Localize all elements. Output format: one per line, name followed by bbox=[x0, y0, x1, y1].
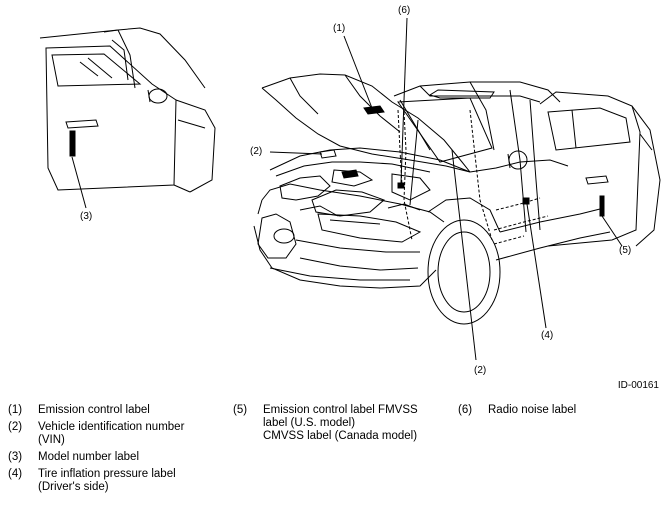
callout-4: (4) bbox=[541, 330, 554, 341]
figure-id: ID-00161 bbox=[617, 380, 659, 391]
callout-5: (5) bbox=[619, 245, 632, 256]
callout-1: (1) bbox=[333, 23, 346, 34]
callout-3: (3) bbox=[80, 211, 93, 222]
legend-text-line: Model number label bbox=[38, 451, 140, 463]
legend-number: (3) bbox=[8, 451, 23, 463]
legend-number: (5) bbox=[233, 404, 248, 416]
legend-text-line: (Driver's side) bbox=[38, 481, 109, 493]
car-main-drawing bbox=[254, 18, 660, 360]
legend-text: Vehicle identification number(VIN) bbox=[38, 421, 188, 447]
legend-text-line: label (U.S. model) bbox=[263, 417, 356, 429]
legend-item: (3) Model number label bbox=[8, 451, 188, 464]
legend-number: (2) bbox=[8, 421, 23, 433]
callout-2-engine: (2) bbox=[250, 146, 263, 157]
legend-column-1: (1) Emission control label (2) Vehicle iden… bbox=[8, 404, 188, 498]
legend-text-line: CMVSS label (Canada model) bbox=[263, 430, 418, 442]
legend-item: (2) Vehicle identification number(VIN) bbox=[8, 421, 188, 447]
legend-number: (6) bbox=[458, 404, 473, 416]
callout-6: (6) bbox=[398, 5, 411, 16]
door-inset-drawing bbox=[40, 28, 215, 208]
legend-column-3: (6) Radio noise label bbox=[458, 404, 638, 421]
legend-item: (6) Radio noise label bbox=[458, 404, 638, 417]
legend-number: (1) bbox=[8, 404, 23, 416]
legend-number: (4) bbox=[8, 468, 23, 480]
legend-text: Radio noise label bbox=[488, 404, 638, 417]
legend-text: Emission control label bbox=[38, 404, 188, 417]
legend-item: (4) Tire inflation pressure label(Driver'… bbox=[8, 468, 188, 494]
legend-text: Tire inflation pressure label(Driver's s… bbox=[38, 468, 188, 494]
legend-text: Model number label bbox=[38, 451, 188, 464]
legend-text-line: Emission control label FMVSS bbox=[263, 404, 418, 416]
legend-text-line: Tire inflation pressure label bbox=[38, 468, 176, 480]
legend-item: (1) Emission control label bbox=[8, 404, 188, 417]
legend-text-line: (VIN) bbox=[38, 434, 65, 446]
legend-text-line: Emission control label bbox=[38, 404, 150, 416]
legend-text-line: Radio noise label bbox=[488, 404, 577, 416]
legend-text-line: Vehicle identification number bbox=[38, 421, 185, 433]
callout-2-bottom: (2) bbox=[474, 365, 487, 376]
vehicle-label-locations-diagram bbox=[0, 0, 667, 400]
